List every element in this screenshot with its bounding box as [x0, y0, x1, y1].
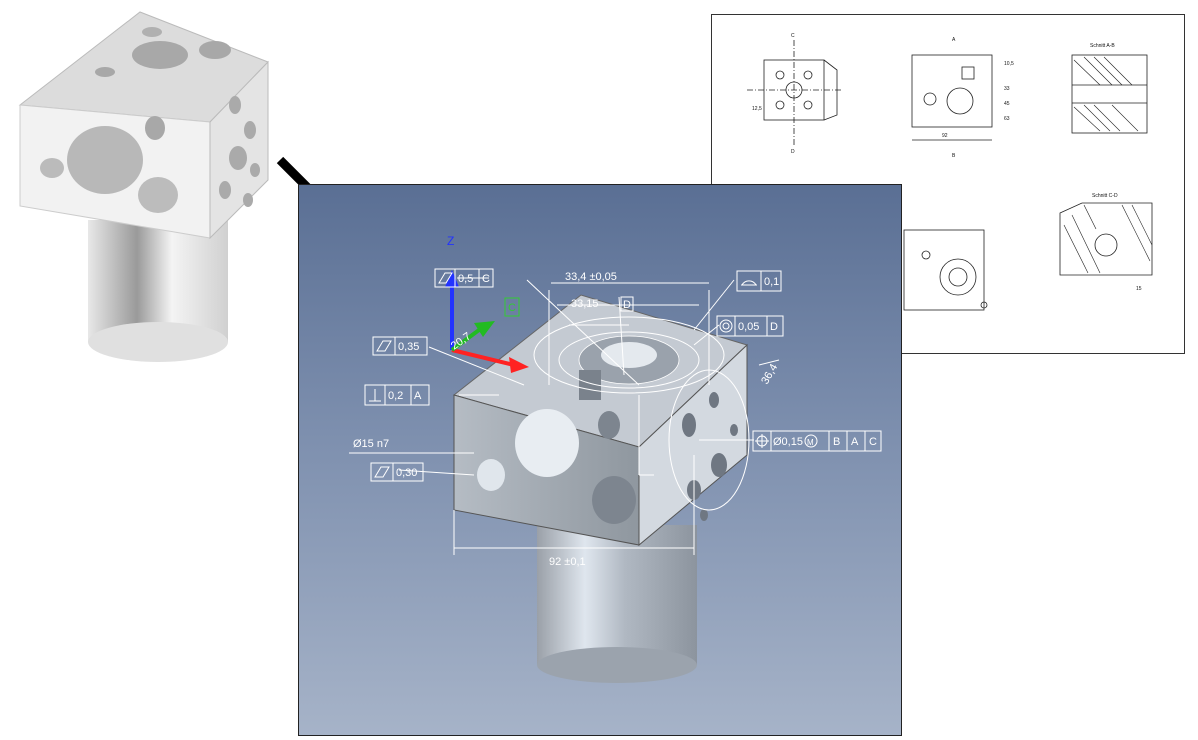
part-cylinder: [537, 525, 697, 665]
fcf-perpendicular-tol: 0,2: [388, 390, 403, 402]
dim-top-outer[interactable]: 33,4 ±0,05: [565, 271, 617, 283]
dim-diameter[interactable]: Ø15 n7: [353, 438, 389, 450]
section-ab-title: Schnitt A-B: [1090, 43, 1115, 49]
fcf-flatness-top-datum: C: [482, 273, 490, 285]
fcf-perpendicular[interactable]: 0,2 A: [364, 384, 430, 406]
fcf-concentricity-tol: 0,05: [738, 321, 759, 333]
drawing-label-c: C: [791, 33, 795, 39]
dim-bottom-width[interactable]: 92 ±0,1: [549, 556, 586, 568]
axis-x: [451, 348, 515, 367]
fcf-profile-right-tol: 0,1: [764, 276, 779, 288]
model-cylinder-base: [88, 322, 228, 362]
model-3d-preview: [18, 11, 269, 362]
dim-side[interactable]: 36,4: [759, 362, 780, 387]
drawing-dim-2: 33: [1004, 86, 1010, 92]
drawing-dim-6: 63: [1004, 116, 1010, 122]
part-side-face: [638, 343, 748, 547]
drawing-label-a: A: [952, 37, 956, 43]
part-cylinder-base: [537, 647, 697, 683]
fcf-flatness-top[interactable]: 0,5 C: [434, 268, 494, 288]
axis-x-arrowhead: [509, 357, 529, 373]
drawing-dim-1: 10,5: [1004, 61, 1014, 67]
model-cylinder: [88, 220, 228, 342]
axis-y-arrowhead: [474, 321, 495, 337]
axis-y: [450, 328, 481, 352]
section-cd-title: Schnitt C-D: [1092, 193, 1118, 199]
drawing-label-b: B: [952, 153, 956, 159]
fcf-flatness-bottom[interactable]: 0,30: [370, 462, 424, 482]
fcf-concentricity[interactable]: 0,05 D: [716, 315, 784, 337]
drawing-dim-5: 12,5: [752, 106, 762, 112]
drawing-dim-4: 92: [942, 133, 948, 139]
cad-viewport[interactable]: Z 20,7 0,5 C 33,4 ±0,05 33,15 D C 0,1: [298, 184, 902, 736]
datum-c-label: C: [508, 302, 516, 314]
dim-top-inner[interactable]: 33,15: [571, 298, 599, 310]
fcf-flatness-bottom-tol: 0,30: [396, 467, 417, 479]
axis-z-label: Z: [447, 234, 454, 248]
datum-c-marker[interactable]: C: [504, 297, 520, 317]
fcf-flatness-left[interactable]: 0,35: [372, 336, 428, 356]
fcf-perpendicular-datum: A: [414, 390, 422, 402]
fcf-position-tol: Ø0,15: [773, 436, 803, 448]
fcf-position-datum-2: A: [851, 436, 859, 448]
drawing-dim-7: 15: [1136, 286, 1142, 292]
drawing-label-d: D: [791, 149, 795, 155]
drawing-views: Schnitt A-B Schnitt C-D C D A B 10,5 33 …: [747, 33, 1153, 311]
fcf-position[interactable]: Ø0,15 M B A C: [752, 430, 882, 452]
fcf-profile-right[interactable]: 0,1: [736, 270, 782, 292]
fcf-concentricity-datum: D: [770, 321, 778, 333]
fcf-position-datum-3: C: [869, 436, 877, 448]
drawing-dim-3: 45: [1004, 101, 1010, 107]
fcf-position-datum-1: B: [833, 436, 840, 448]
fcf-flatness-left-tol: 0,35: [398, 341, 419, 353]
datum-d-label: D: [623, 299, 631, 311]
viewport-scene: Z 20,7 0,5 C 33,4 ±0,05 33,15 D C 0,1: [349, 234, 882, 683]
fcf-position-modifier: M: [807, 438, 814, 447]
datum-d-marker[interactable]: D: [620, 296, 634, 312]
fcf-flatness-top-tol: 0,5: [458, 273, 473, 285]
